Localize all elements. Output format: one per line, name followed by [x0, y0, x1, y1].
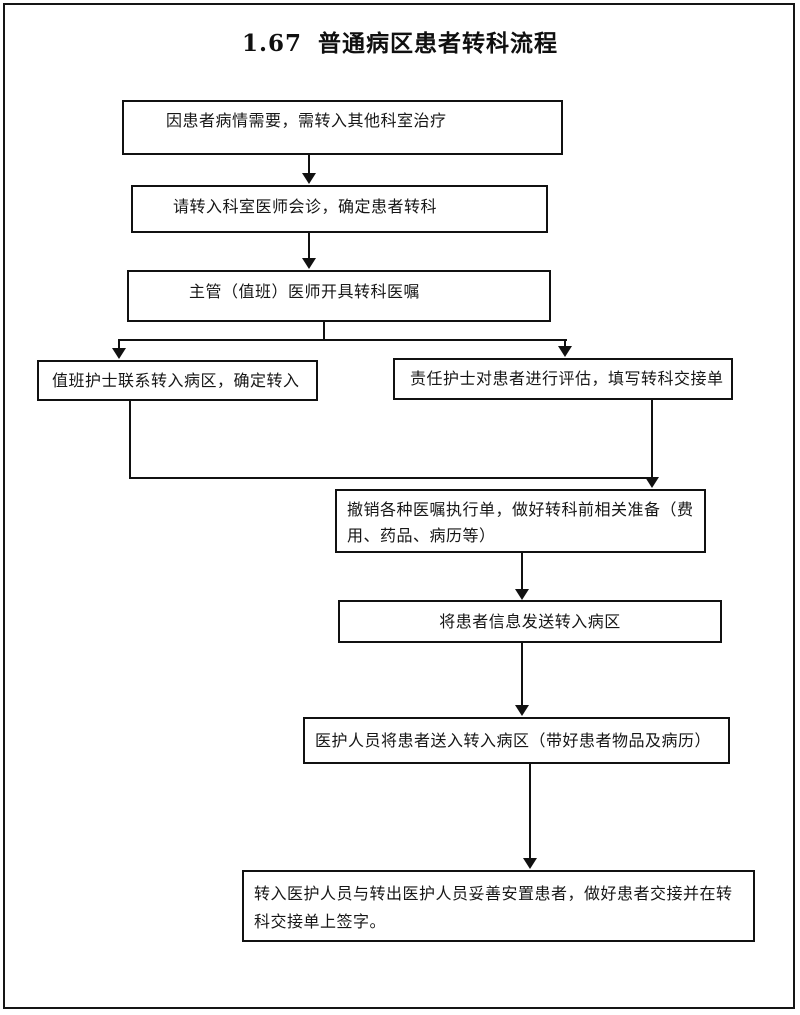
connector-branch-left-stem: [118, 339, 120, 350]
page-border: [3, 3, 795, 1009]
node-patient-condition-need-transfer: 因患者病情需要，需转入其他科室治疗: [122, 100, 563, 155]
node-settle-patient-sign-handover: 转入医护人员与转出医护人员妥善安置患者，做好患者交接并在转 科交接单上签字。: [242, 870, 755, 942]
node-consultation-confirm-transfer: 请转入科室医师会诊，确定患者转科: [131, 185, 548, 233]
page-title: 1.67 普通病区患者转科流程: [241, 30, 559, 57]
connector-n7-n8-line: [521, 643, 523, 706]
connector-n3-n4-arrowhead-icon: [112, 348, 126, 359]
node-escort-patient-to-ward: 医护人员将患者送入转入病区（带好患者物品及病历）: [303, 717, 730, 764]
node-revoke-orders-prepare: 撤销各种医嘱执行单，做好转科前相关准备（费 用、药品、病历等）: [335, 489, 706, 553]
connector-n1-n2-arrowhead-icon: [302, 173, 316, 184]
node-nurse-assessment-handover-form: 责任护士对患者进行评估，填写转科交接单: [393, 358, 733, 400]
node-duty-nurse-contacts-ward: 值班护士联系转入病区，确定转入: [37, 360, 318, 401]
connector-n4-down-line: [129, 401, 131, 479]
connector-branch-horizontal: [119, 339, 567, 341]
connector-merge-n6-arrowhead-icon: [645, 477, 659, 488]
connector-n3-branch-stub: [323, 322, 325, 341]
connector-n6-n7-arrowhead-icon: [515, 589, 529, 600]
connector-n3-n5-arrowhead-icon: [558, 346, 572, 357]
node-send-patient-info: 将患者信息发送转入病区: [338, 600, 722, 643]
connector-merge-horizontal: [129, 477, 653, 479]
connector-n2-n3-arrowhead-icon: [302, 258, 316, 269]
connector-n7-n8-arrowhead-icon: [515, 705, 529, 716]
connector-n5-down-line: [651, 400, 653, 478]
connector-n8-n9-line: [529, 764, 531, 859]
connector-n1-n2-line: [308, 155, 310, 175]
connector-n6-n7-line: [521, 553, 523, 590]
node-doctor-writes-transfer-order: 主管（值班）医师开具转科医嘱: [127, 270, 551, 322]
connector-n2-n3-line: [308, 233, 310, 259]
connector-branch-right-stem: [564, 339, 566, 348]
connector-n8-n9-arrowhead-icon: [523, 858, 537, 869]
